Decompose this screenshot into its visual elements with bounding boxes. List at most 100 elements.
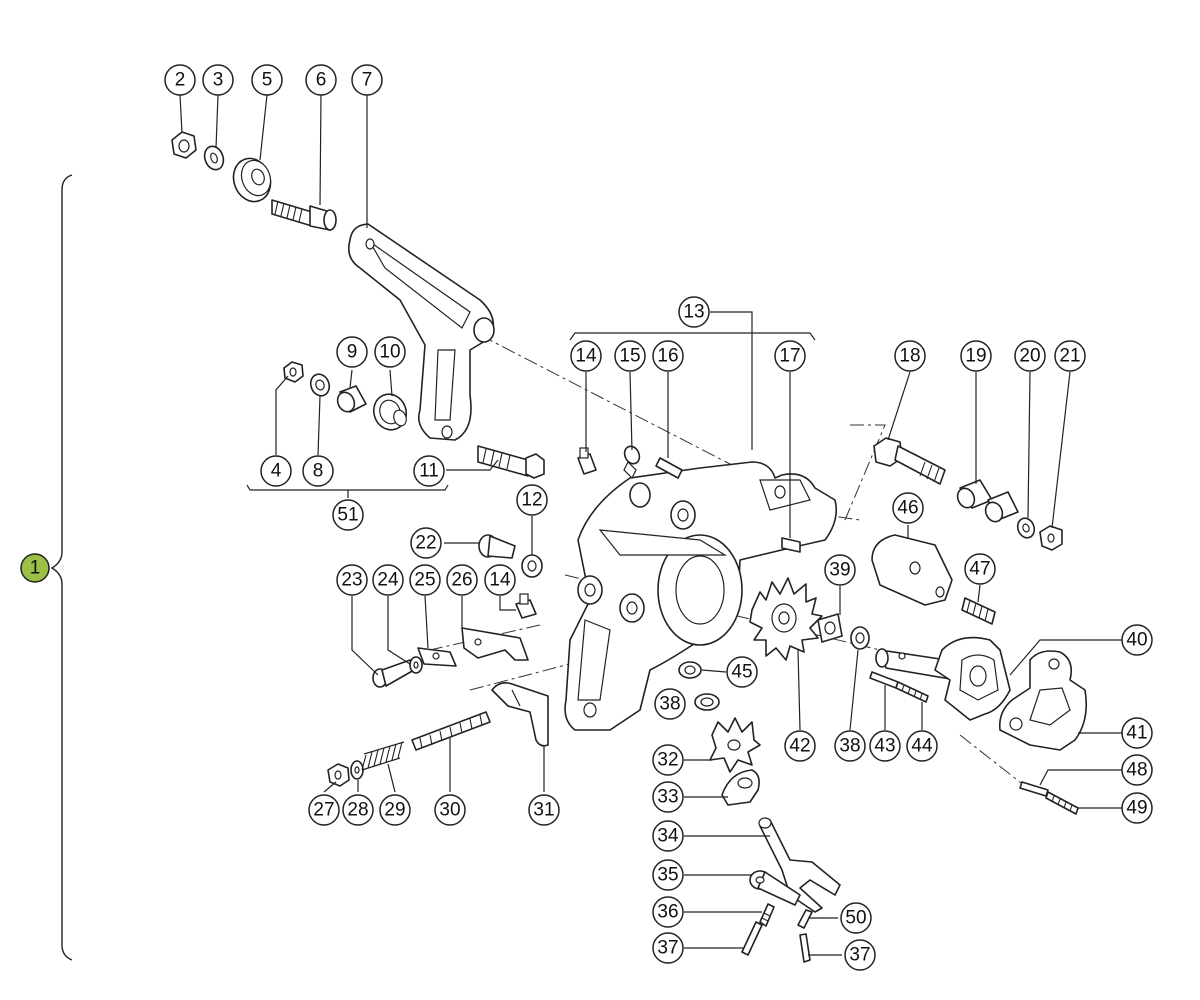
callout-36[interactable]: 36 — [652, 896, 684, 928]
part-pin-37b — [799, 933, 811, 963]
callout-19[interactable]: 19 — [960, 340, 992, 372]
callout-14[interactable]: 14 — [570, 340, 602, 372]
callout-circle — [1054, 340, 1086, 372]
part-washer-28 — [350, 760, 364, 780]
callout-39[interactable]: 39 — [824, 554, 856, 586]
callout-label: 17 — [779, 346, 800, 367]
callout-4[interactable]: 4 — [260, 455, 292, 487]
callout-label: 29 — [384, 800, 405, 821]
callout-42[interactable]: 42 — [784, 730, 816, 762]
callout-30[interactable]: 30 — [434, 794, 466, 826]
callout-20[interactable]: 20 — [1014, 340, 1046, 372]
callout-circle — [892, 492, 924, 524]
part-key-17 — [781, 537, 801, 553]
callout-label: 21 — [1059, 346, 1080, 367]
callout-circle — [336, 336, 368, 368]
callout-label: 25 — [414, 570, 435, 591]
callout-22[interactable]: 22 — [410, 527, 442, 559]
assembly-bracket — [50, 174, 73, 961]
callout-circle — [652, 859, 684, 891]
callout-label: 19 — [965, 346, 986, 367]
callout-10[interactable]: 10 — [374, 336, 406, 368]
callout-32[interactable]: 32 — [652, 744, 684, 776]
callout-label: 38 — [839, 736, 860, 757]
callout-23[interactable]: 23 — [336, 564, 368, 596]
callout-label: 4 — [271, 461, 282, 482]
callout-3[interactable]: 3 — [202, 64, 234, 96]
callout-17[interactable]: 17 — [774, 340, 806, 372]
callout-27[interactable]: 27 — [308, 794, 340, 826]
part-pin-16 — [655, 457, 683, 479]
callout-circle — [1121, 792, 1153, 824]
callout-38[interactable]: 38 — [834, 730, 866, 762]
callout-5[interactable]: 5 — [251, 64, 283, 96]
callout-34[interactable]: 34 — [652, 820, 684, 852]
callout-label: 34 — [657, 826, 679, 847]
callout-6[interactable]: 6 — [305, 64, 337, 96]
callout-circle — [308, 794, 340, 826]
callout-25[interactable]: 25 — [409, 564, 441, 596]
callout-51[interactable]: 51 — [332, 499, 364, 531]
callout-46[interactable]: 46 — [892, 492, 924, 524]
callout-35[interactable]: 35 — [652, 859, 684, 891]
callout-circle — [906, 730, 938, 762]
callout-37[interactable]: 37 — [844, 939, 876, 971]
leader-13 — [710, 311, 753, 450]
callout-9[interactable]: 9 — [336, 336, 368, 368]
callout-18[interactable]: 18 — [894, 340, 926, 372]
callout-29[interactable]: 29 — [379, 794, 411, 826]
part-star-wheel-32 — [709, 717, 761, 773]
callout-label: 2 — [175, 70, 186, 91]
callout-44[interactable]: 44 — [906, 730, 938, 762]
part-bolt-11 — [477, 445, 545, 479]
assembly-callout-label: 1 — [30, 558, 41, 579]
callout-40[interactable]: 40 — [1121, 624, 1153, 656]
callout-14[interactable]: 14 — [484, 564, 516, 596]
callout-label: 40 — [1126, 630, 1147, 651]
part-plate-25 — [417, 647, 457, 667]
part-pin-50 — [797, 909, 813, 929]
callout-33[interactable]: 33 — [652, 781, 684, 813]
callout-24[interactable]: 24 — [372, 564, 404, 596]
callout-48[interactable]: 48 — [1121, 754, 1153, 786]
callout-31[interactable]: 31 — [528, 794, 560, 826]
callout-label: 18 — [899, 346, 920, 367]
part-nut-27 — [327, 763, 350, 787]
callout-circle — [379, 794, 411, 826]
callout-12[interactable]: 12 — [516, 484, 548, 516]
callout-37[interactable]: 37 — [652, 932, 684, 964]
part-washer-24 — [409, 656, 423, 674]
callout-47[interactable]: 47 — [964, 553, 996, 585]
callout-7[interactable]: 7 — [351, 64, 383, 96]
callout-label: 22 — [415, 533, 436, 554]
callout-50[interactable]: 50 — [840, 902, 872, 934]
part-washer-8 — [309, 373, 331, 397]
callout-26[interactable]: 26 — [446, 564, 478, 596]
callout-13[interactable]: 13 — [678, 296, 710, 328]
callout-label: 9 — [347, 342, 358, 363]
callout-41[interactable]: 41 — [1121, 717, 1153, 749]
callout-2[interactable]: 2 — [164, 64, 196, 96]
callout-label: 38 — [659, 694, 680, 715]
assembly-callout[interactable]: 1 — [20, 553, 50, 583]
part-washer-38a — [694, 693, 720, 711]
callout-8[interactable]: 8 — [302, 455, 334, 487]
part-washer-38b — [850, 626, 870, 650]
callout-28[interactable]: 28 — [342, 794, 374, 826]
part-nut-21 — [1039, 525, 1063, 551]
callout-21[interactable]: 21 — [1054, 340, 1086, 372]
callout-16[interactable]: 16 — [652, 340, 684, 372]
callout-38[interactable]: 38 — [654, 688, 686, 720]
callout-circle — [1121, 754, 1153, 786]
callout-43[interactable]: 43 — [869, 730, 901, 762]
part-pin-44 — [895, 681, 929, 703]
callout-15[interactable]: 15 — [614, 340, 646, 372]
callout-49[interactable]: 49 — [1121, 792, 1153, 824]
part-pin-43 — [869, 671, 899, 689]
part-gear-42 — [749, 577, 823, 661]
callout-11[interactable]: 11 — [413, 455, 445, 487]
callout-45[interactable]: 45 — [726, 656, 758, 688]
callout-circle — [652, 340, 684, 372]
callout-label: 39 — [829, 560, 850, 581]
